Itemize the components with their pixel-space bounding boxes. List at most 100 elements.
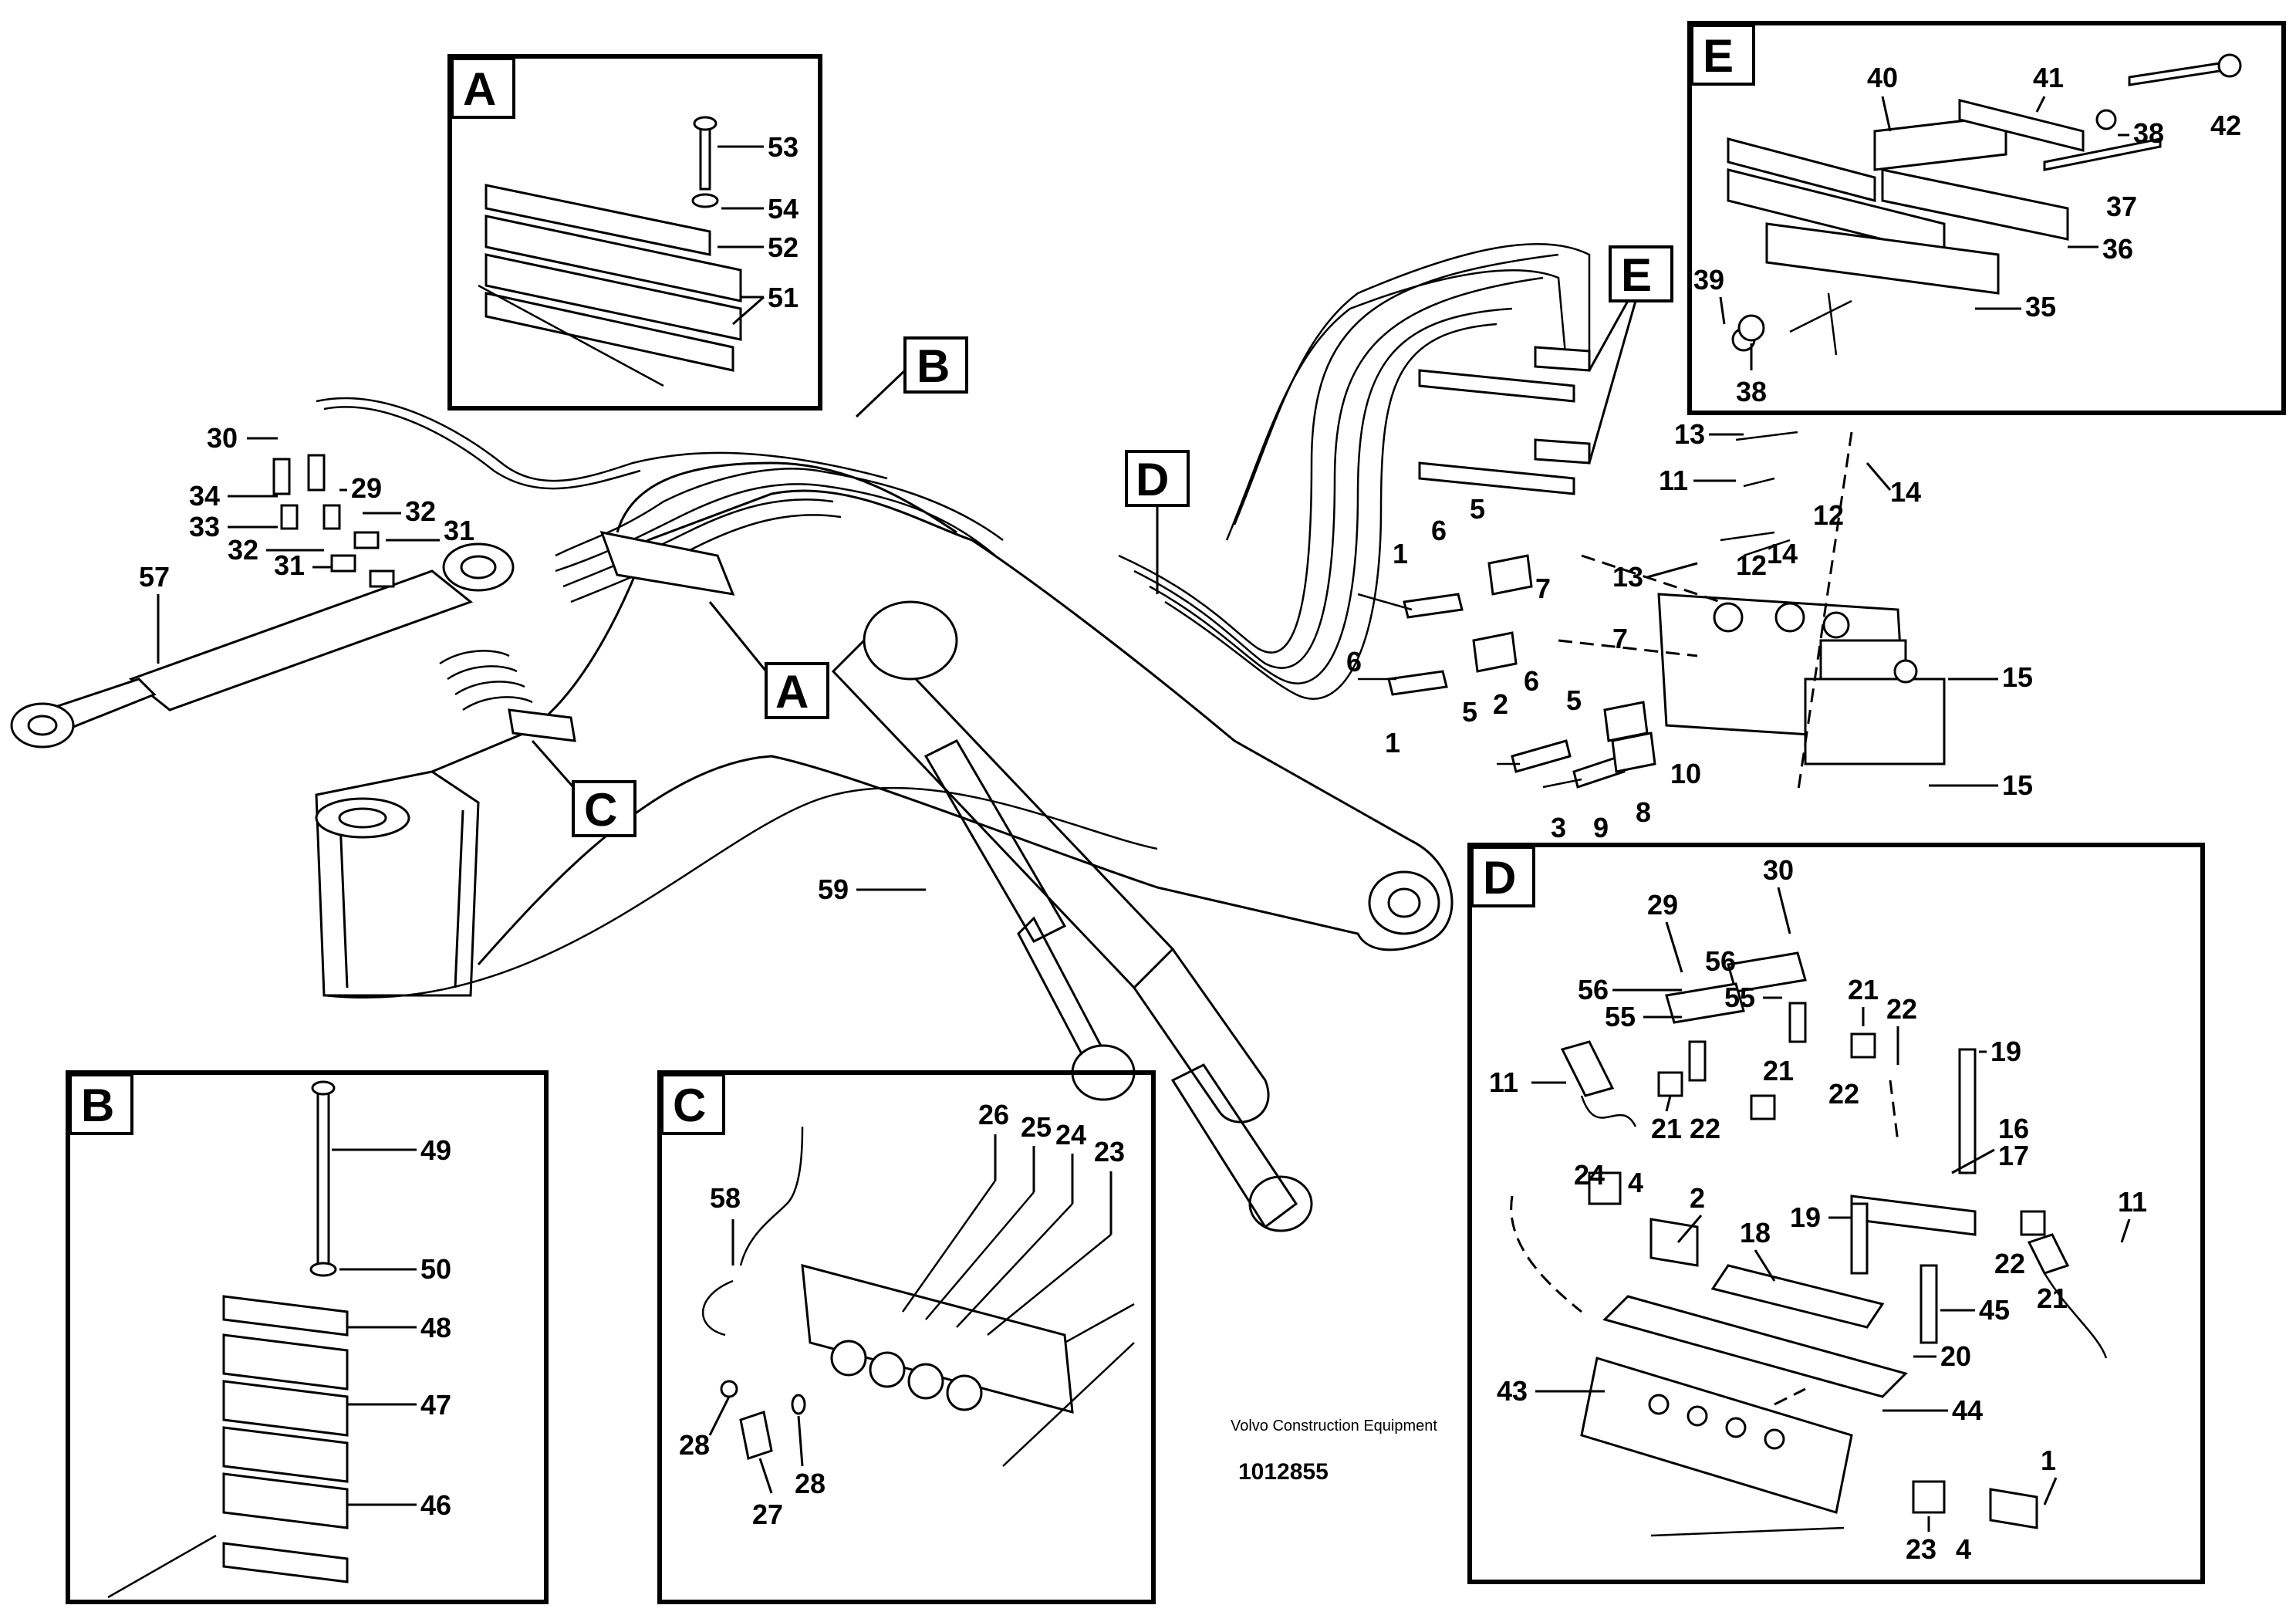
callout: 46 — [420, 1489, 451, 1521]
callout: 32 — [228, 534, 258, 566]
callout: 13 — [1674, 418, 1705, 450]
callout: 45 — [1979, 1294, 2010, 1326]
tag-A-label: A — [775, 666, 809, 718]
callout: 29 — [351, 472, 382, 504]
inset-B: B 49 50 48 47 46 — [66, 1070, 549, 1604]
inset-A: A 53 54 52 51 — [447, 54, 822, 411]
callout: 12 — [1736, 549, 1767, 581]
inset-D: D 30 29 56 56 55 — [1467, 843, 2205, 1584]
callout: 30 — [1763, 854, 1794, 886]
callout: 15 — [2002, 769, 2033, 801]
callout: 4 — [1956, 1533, 1971, 1565]
inset-B-tag[interactable] — [69, 1073, 133, 1135]
callout: 48 — [420, 1312, 451, 1343]
callout: 24 — [1055, 1119, 1086, 1151]
callout: 55 — [1605, 1001, 1636, 1032]
inset-A-tag[interactable] — [451, 57, 515, 119]
tag-C-label: C — [584, 784, 617, 836]
tag-C[interactable] — [572, 780, 636, 837]
callout: 22 — [1994, 1248, 2025, 1279]
callout: 7 — [1612, 623, 1628, 654]
tag-A[interactable] — [765, 662, 829, 719]
callout: 24 — [1574, 1159, 1605, 1191]
callout: 51 — [768, 282, 799, 313]
tag-E[interactable] — [1609, 245, 1673, 302]
callout: 1 — [1393, 538, 1408, 569]
callout: 55 — [1724, 982, 1755, 1013]
tag-D[interactable] — [1125, 450, 1190, 507]
inset-E-letter: E — [1703, 30, 1734, 82]
inset-D-frame — [1467, 843, 2205, 1584]
callout: 17 — [1998, 1140, 2029, 1171]
callout: 40 — [1867, 62, 1898, 93]
tag-B[interactable] — [903, 336, 968, 394]
callout: 59 — [818, 874, 849, 905]
callout: 39 — [1693, 264, 1724, 296]
callout: 7 — [1535, 573, 1551, 604]
callout: 21 — [2037, 1282, 2068, 1314]
callout: 37 — [2106, 191, 2137, 222]
tag-B-label: B — [917, 340, 950, 392]
callout: 44 — [1952, 1394, 1983, 1426]
callout: 50 — [420, 1253, 451, 1285]
main-tags: A B C D E — [531, 245, 1673, 837]
main-callouts: 30 34 29 33 32 32 31 31 57 59 13 11 14 1… — [139, 418, 2033, 905]
callout: 11 — [2118, 1186, 2147, 1218]
callout: 2 — [1690, 1182, 1705, 1214]
inset-E-frame — [1687, 21, 2286, 415]
callout: 10 — [1670, 758, 1701, 789]
callout: 26 — [978, 1099, 1009, 1130]
arm-cylinder-57 — [128, 569, 474, 711]
callout: 6 — [1431, 515, 1447, 546]
callout: 15 — [2002, 661, 2033, 693]
callout: 14 — [1890, 476, 1921, 508]
callout: 1 — [2041, 1445, 2056, 1476]
callout: 32 — [405, 495, 436, 527]
inset-A-frame — [447, 54, 822, 411]
callout: 18 — [1740, 1217, 1771, 1249]
callout: 49 — [420, 1134, 451, 1166]
callout: 35 — [2025, 291, 2056, 323]
inset-D-tag[interactable] — [1470, 846, 1535, 907]
callout: 5 — [1470, 493, 1485, 525]
callout: 6 — [1346, 646, 1362, 678]
callout: 30 — [207, 422, 238, 454]
callout: 9 — [1593, 812, 1609, 843]
callout: 19 — [1790, 1201, 1821, 1233]
callout: 22 — [1828, 1078, 1859, 1110]
inset-E-tag[interactable] — [1690, 24, 1755, 86]
callout: 8 — [1636, 796, 1651, 828]
callout: 5 — [1462, 696, 1477, 728]
callout: 53 — [768, 131, 799, 163]
callout: 38 — [1736, 376, 1767, 407]
callout: 21 — [1848, 974, 1879, 1005]
callout: 28 — [795, 1468, 826, 1499]
inset-D-letter: D — [1483, 852, 1516, 904]
inset-B-letter: B — [81, 1080, 114, 1131]
callout: 33 — [189, 511, 220, 542]
callout: 22 — [1886, 993, 1917, 1025]
document-number: 1012855 — [1238, 1459, 1329, 1485]
callout: 11 — [1489, 1066, 1518, 1098]
inset-C-tag[interactable] — [660, 1073, 725, 1135]
callout: 29 — [1647, 889, 1678, 921]
callout: 52 — [768, 231, 799, 263]
callout: 54 — [768, 193, 799, 225]
callout: 4 — [1628, 1167, 1643, 1198]
callout: 38 — [2133, 117, 2164, 149]
callout: 47 — [420, 1389, 451, 1421]
callout: 13 — [1612, 561, 1643, 593]
callout: 31 — [444, 515, 474, 546]
callout: 31 — [274, 549, 305, 581]
callout: 12 — [1813, 499, 1844, 531]
callout: 16 — [1998, 1113, 2029, 1144]
callout: 20 — [1940, 1340, 1971, 1372]
callout: 21 — [1763, 1055, 1794, 1086]
tag-E-label: E — [1621, 249, 1652, 301]
boom-cylinder-59 — [831, 630, 1175, 990]
callout: 41 — [2033, 62, 2064, 93]
callout: 43 — [1497, 1375, 1528, 1407]
callout: 19 — [1990, 1036, 2021, 1067]
callout: 6 — [1524, 665, 1539, 697]
